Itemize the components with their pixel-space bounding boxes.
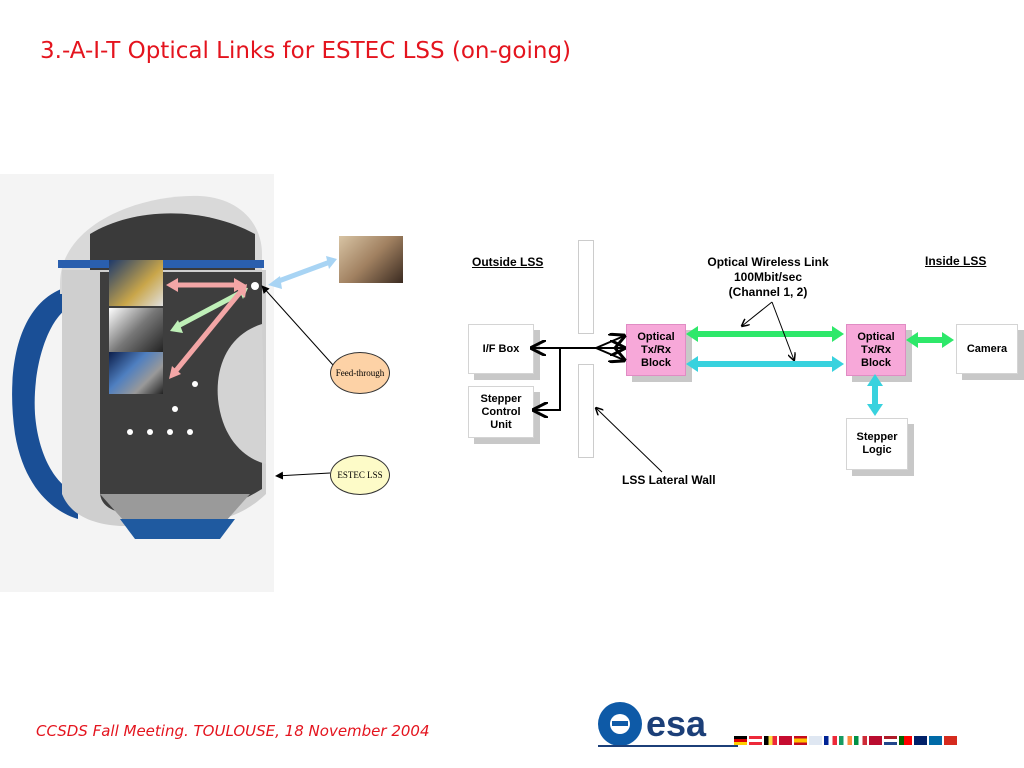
lss-wall-upper: [578, 240, 594, 334]
outside-lss-label: Outside LSS: [472, 255, 544, 269]
estec-lss-callout: ESTEC LSS: [330, 455, 390, 495]
lss-wall-lower: [578, 364, 594, 458]
link-label-line1: Optical Wireless Link: [707, 255, 829, 269]
optical-block-inside: Optical Tx/Rx Block: [846, 324, 906, 376]
flag-icon: [929, 736, 942, 745]
slide-title: 3.-A-I-T Optical Links for ESTEC LSS (on…: [40, 38, 572, 64]
camera-photo-3: [109, 352, 163, 394]
flag-icon: [824, 736, 837, 745]
optical-outside-line2: Tx/Rx: [641, 343, 671, 356]
lss-wall-label: LSS Lateral Wall: [622, 473, 716, 487]
flag-icon: [869, 736, 882, 745]
flag-icon: [839, 736, 852, 745]
optical-outside-line3: Block: [641, 356, 671, 369]
if-box-label: I/F Box: [482, 342, 520, 355]
flag-icon: [734, 736, 747, 745]
if-box: I/F Box: [468, 324, 534, 374]
flag-icon: [884, 736, 897, 745]
stepper-logic-line1: Stepper: [856, 431, 898, 443]
flag-icon: [854, 736, 867, 745]
flag-icon: [749, 736, 762, 745]
slide-footer: CCSDS Fall Meeting. TOULOUSE, 18 Novembe…: [36, 722, 430, 740]
optical-inside-line1: Optical: [857, 330, 895, 343]
flag-icon: [779, 736, 792, 745]
camera-photo-1: [109, 260, 163, 306]
optical-block-outside: Optical Tx/Rx Block: [626, 324, 686, 376]
optical-outside-line1: Optical: [637, 330, 675, 343]
stepper-logic-line2: Logic: [862, 444, 892, 456]
stepper-control-line2: Control: [481, 405, 521, 418]
esa-logo: esa: [598, 698, 738, 755]
link-label-line2: 100Mbit/sec: [733, 270, 803, 284]
esa-logo-text: esa: [646, 703, 707, 744]
camera-box: Camera: [956, 324, 1018, 374]
flag-icon: [899, 736, 912, 745]
flag-icon: [794, 736, 807, 745]
illustration-arrows: [166, 256, 337, 480]
link-label-line3: (Channel 1, 2): [728, 285, 808, 299]
laptop-photo: [339, 236, 403, 283]
flag-icon: [914, 736, 927, 745]
stepper-control-unit-box: Stepper Control Unit: [468, 386, 534, 438]
member-state-flags: [734, 736, 957, 745]
link-label: Optical Wireless Link 100Mbit/sec (Chann…: [690, 255, 846, 300]
camera-photo-2: [109, 308, 163, 352]
inside-lss-label: Inside LSS: [925, 254, 987, 268]
lss-chamber-illustration: [0, 174, 274, 592]
flag-icon: [944, 736, 957, 745]
optical-inside-line2: Tx/Rx: [861, 343, 891, 356]
stepper-control-line3: Unit: [490, 418, 512, 431]
esa-logo-mark: esa: [598, 702, 738, 747]
optical-inside-line3: Block: [861, 356, 891, 369]
camera-label: Camera: [966, 342, 1008, 355]
flag-icon: [809, 736, 822, 745]
stepper-control-line1: Stepper: [480, 392, 522, 405]
feedthrough-callout: Feed-through: [330, 352, 390, 394]
flag-icon: [764, 736, 777, 745]
diagram-connectors: [0, 301, 954, 473]
stepper-logic-box: Stepper Logic: [846, 418, 908, 470]
